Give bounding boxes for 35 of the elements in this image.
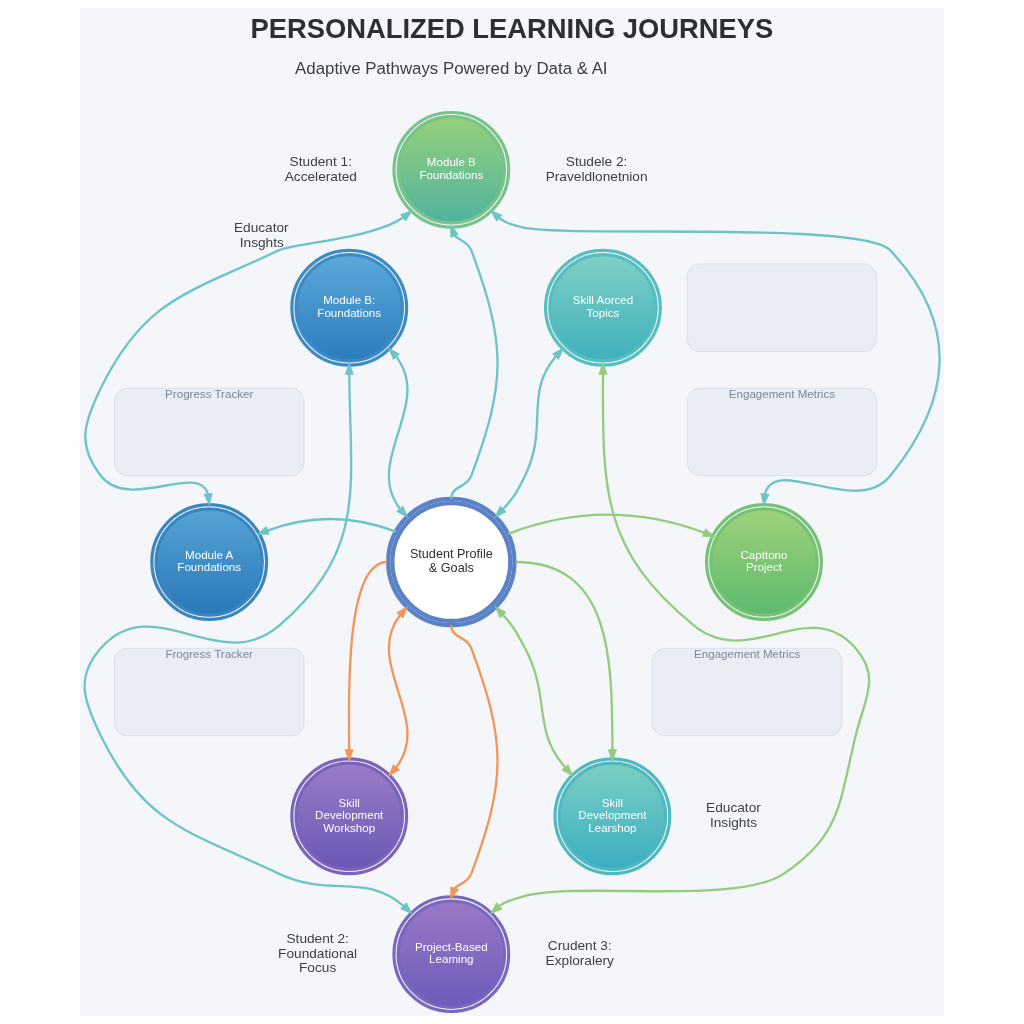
- node-label: Crudent 3: Exploralery: [545, 938, 614, 969]
- node-circle: Skill Aorced Topics: [543, 248, 662, 367]
- node-label: Educator Insights: [706, 800, 761, 831]
- node-circle: Capttono Project: [705, 503, 823, 621]
- arrow: [84, 209, 413, 507]
- node-circle: Skill Development Workshop: [290, 757, 409, 876]
- node-circle: Student Profile & Goals: [386, 496, 517, 628]
- node-label: Student 1: Accelerated: [284, 154, 357, 184]
- diagram-title: PERSONALIZED LEARNING JOURNEYS: [250, 12, 774, 44]
- node-label: Studele 2: Praveldlonetnion: [545, 154, 648, 184]
- node-box: Progress Tracker: [113, 387, 305, 477]
- arrow: [489, 361, 871, 915]
- arrow: [256, 517, 397, 536]
- arrow: [450, 625, 499, 901]
- node-label: Educator Insghts: [233, 219, 289, 250]
- node-circle: Module B: Foundations: [290, 248, 409, 367]
- arrow: [515, 560, 617, 763]
- arrow: [344, 560, 388, 763]
- arrow: [489, 209, 941, 507]
- label: Adaptive Pathways Powered by Data & AI: [295, 59, 608, 79]
- node-box: [686, 263, 878, 352]
- node-box: Engagement Metrics: [651, 647, 843, 737]
- arrow: [387, 347, 409, 519]
- arrow: [387, 605, 409, 777]
- node-circle: Module B Foundations: [392, 110, 511, 229]
- arrow: [450, 223, 499, 499]
- arrow: [83, 361, 413, 915]
- node-circle: Skill Development Learshop: [553, 757, 672, 876]
- node-label: Student 2: Foundational Focus: [278, 931, 358, 976]
- arrow: [507, 513, 716, 538]
- node-circle: Project-Based Leaming: [392, 895, 511, 1014]
- node-box: Frogress Tracker: [113, 647, 305, 737]
- node-box: Engagement Metrics: [686, 387, 878, 477]
- arrow: [494, 347, 565, 519]
- arrow: [494, 605, 574, 777]
